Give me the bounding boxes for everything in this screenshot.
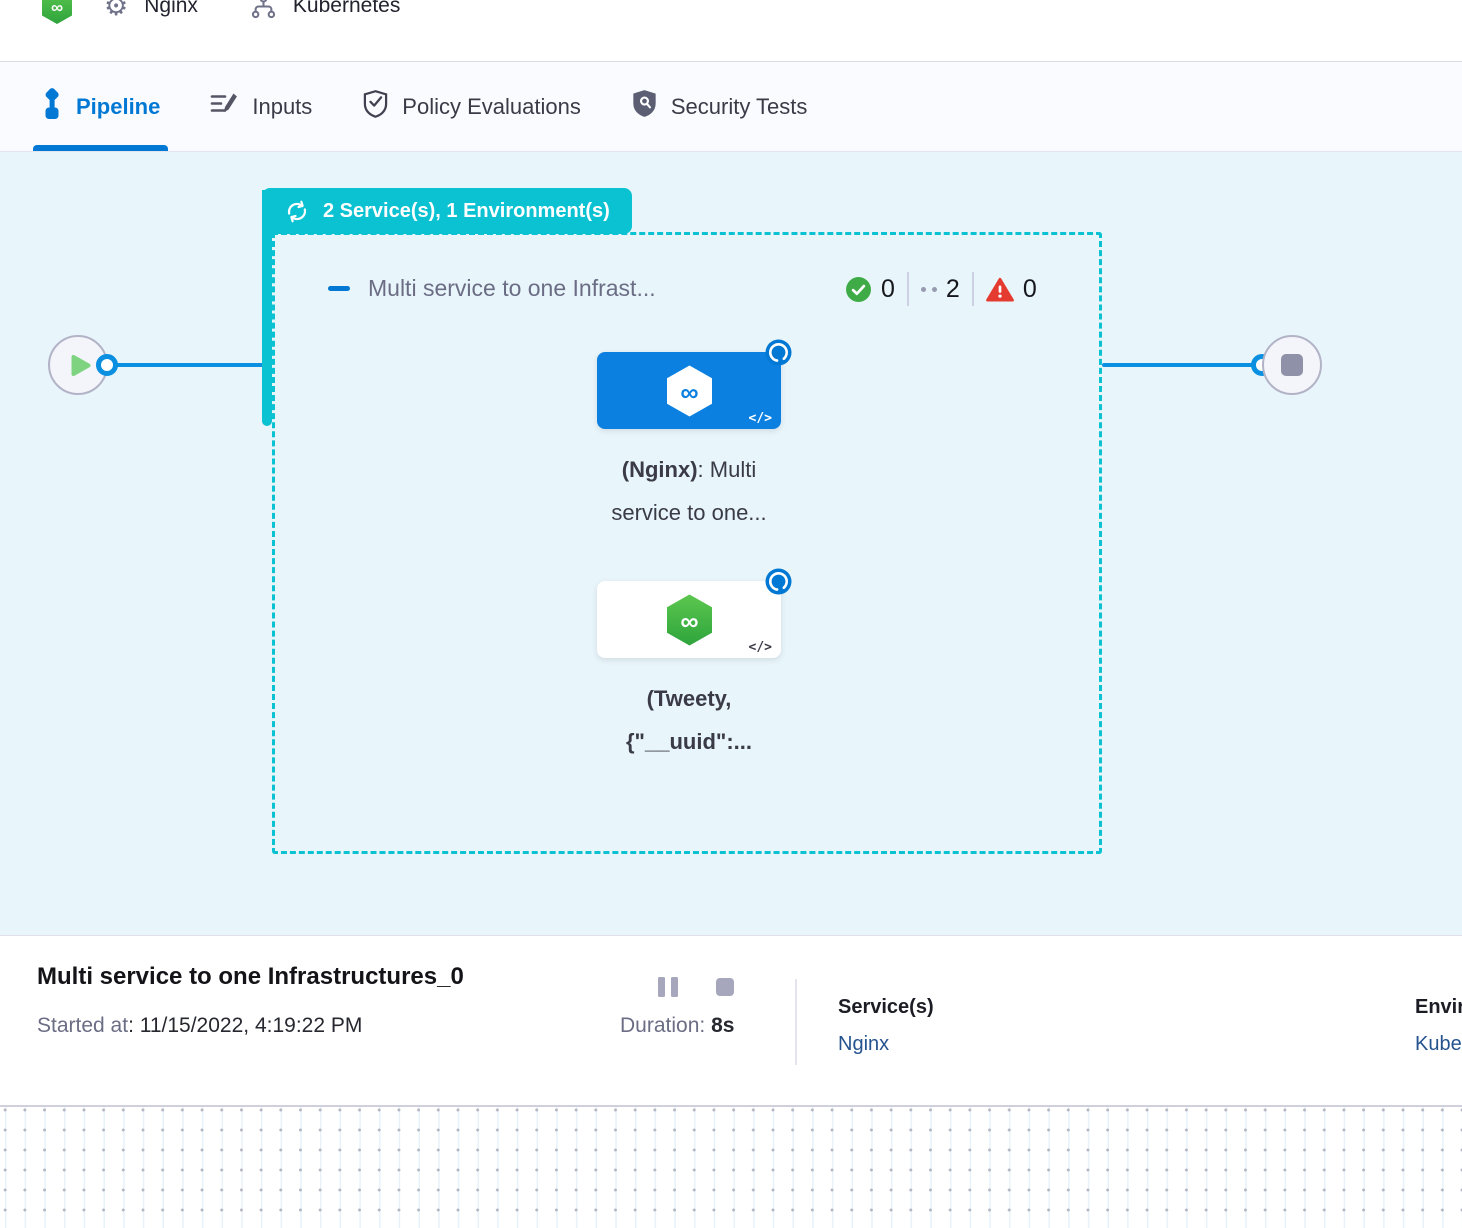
svg-text:∞: ∞ (51, 0, 63, 17)
execution-title: Multi service to one Infrastructures_0 (37, 963, 464, 990)
end-node (1262, 335, 1322, 395)
tab-pipeline-label: Pipeline (76, 93, 161, 119)
label-rest: : Multi (697, 457, 757, 482)
running-spinner-icon (765, 339, 792, 371)
abort-button[interactable] (716, 978, 734, 996)
pipeline-canvas: 2 Service(s), 1 Environment(s) Multi ser… (0, 152, 1462, 935)
tab-inputs-label: Inputs (252, 93, 313, 119)
duration-value: 8s (711, 1014, 735, 1037)
tab-bar: Pipeline Inputs Policy Evaluations (0, 62, 1462, 152)
service-node-tweety[interactable]: ∞ </> (597, 568, 792, 658)
canvas-grid (0, 1105, 1462, 1228)
harness-service-icon: ∞ (663, 364, 716, 423)
loop-group-accent-bar (262, 190, 272, 426)
stage-title: Multi service to one Infrast... (368, 275, 656, 301)
success-count: 0 (881, 274, 895, 303)
pipeline-icon (41, 88, 63, 125)
started-at: Started at: 11/15/2022, 4:19:22 PM (37, 1014, 362, 1038)
counts-divider (971, 272, 974, 306)
environment-breadcrumb-item[interactable]: Kubernetes (250, 0, 400, 20)
start-node-port (96, 354, 118, 376)
started-at-value: : 11/15/2022, 4:19:22 PM (128, 1014, 363, 1037)
failed-warning-icon (985, 277, 1014, 302)
loop-group-badge[interactable]: 2 Service(s), 1 Environment(s) (262, 188, 632, 234)
start-node (48, 335, 108, 395)
collapse-stage-button[interactable] (328, 286, 350, 291)
loop-group-badge-label: 2 Service(s), 1 Environment(s) (323, 199, 610, 222)
execution-header: ∞ ⚙ Nginx Kubernetes (0, 0, 1462, 62)
code-icon: </> (748, 640, 772, 655)
inputs-icon (210, 90, 239, 123)
play-icon (70, 354, 91, 377)
label-line2: service to one... (611, 500, 767, 525)
pipeline-breadcrumb-item[interactable]: ⚙ Nginx (104, 0, 198, 20)
label-bold: (Tweety, (646, 686, 732, 711)
cluster-icon (250, 0, 277, 20)
harness-logo-icon[interactable]: ∞ (40, 0, 74, 25)
failed-count: 0 (1022, 274, 1037, 303)
loop-icon (284, 199, 310, 224)
harness-service-icon: ∞ (663, 593, 716, 652)
started-at-label: Started at (37, 1014, 129, 1037)
environments-label: Environment(s) (1415, 996, 1462, 1018)
execution-info-bar: Multi service to one Infrastructures_0 S… (0, 935, 1462, 1105)
running-spinner-icon (765, 568, 792, 600)
edge-start-to-stage (107, 363, 264, 367)
label-bold: (Nginx) (621, 457, 698, 482)
duration: Duration: 8s (620, 1014, 734, 1038)
tab-inputs[interactable]: Inputs (206, 62, 316, 151)
tab-policy-evaluations[interactable]: Policy Evaluations (358, 62, 585, 151)
shield-check-icon (362, 89, 389, 124)
duration-label: Duration: (620, 1014, 706, 1037)
service-node-tweety-label: (Tweety, {"__uuid":... (539, 677, 839, 763)
stop-icon (1281, 354, 1303, 376)
edge-stage-to-end (1102, 363, 1254, 367)
service-node-nginx-label: (Nginx): Multi service to one... (539, 448, 839, 534)
svg-text:∞: ∞ (680, 608, 698, 636)
loop-group-container (272, 232, 1102, 854)
pipeline-name: Nginx (144, 0, 198, 17)
counts-divider (906, 272, 909, 306)
services-label: Service(s) (838, 996, 934, 1018)
service-node-nginx[interactable]: ∞ </> (597, 339, 792, 429)
success-check-icon (845, 276, 872, 303)
label-line2: {"__uuid":... (626, 729, 752, 754)
footer-divider (795, 979, 797, 1065)
services-link[interactable]: Nginx (838, 1033, 890, 1055)
tab-policy-evaluations-label: Policy Evaluations (402, 93, 581, 119)
pause-button[interactable] (658, 977, 678, 997)
running-dots-icon (920, 286, 937, 292)
breadcrumb: ∞ ⚙ Nginx Kubernetes (40, 0, 400, 28)
tab-pipeline[interactable]: Pipeline (33, 62, 169, 151)
active-tab-underline (33, 145, 169, 151)
stage-status-counts: 0 2 0 (845, 272, 1037, 306)
environment-name: Kubernetes (292, 0, 401, 17)
tab-security-tests-label: Security Tests (670, 93, 808, 119)
environments-link[interactable]: Kubernetes (1415, 1033, 1462, 1055)
gear-icon: ⚙ (104, 0, 129, 21)
shield-scan-icon (631, 89, 658, 124)
running-count: 2 (945, 274, 960, 303)
code-icon: </> (748, 411, 772, 426)
tab-security-tests[interactable]: Security Tests (627, 62, 812, 151)
svg-text:∞: ∞ (680, 379, 698, 407)
